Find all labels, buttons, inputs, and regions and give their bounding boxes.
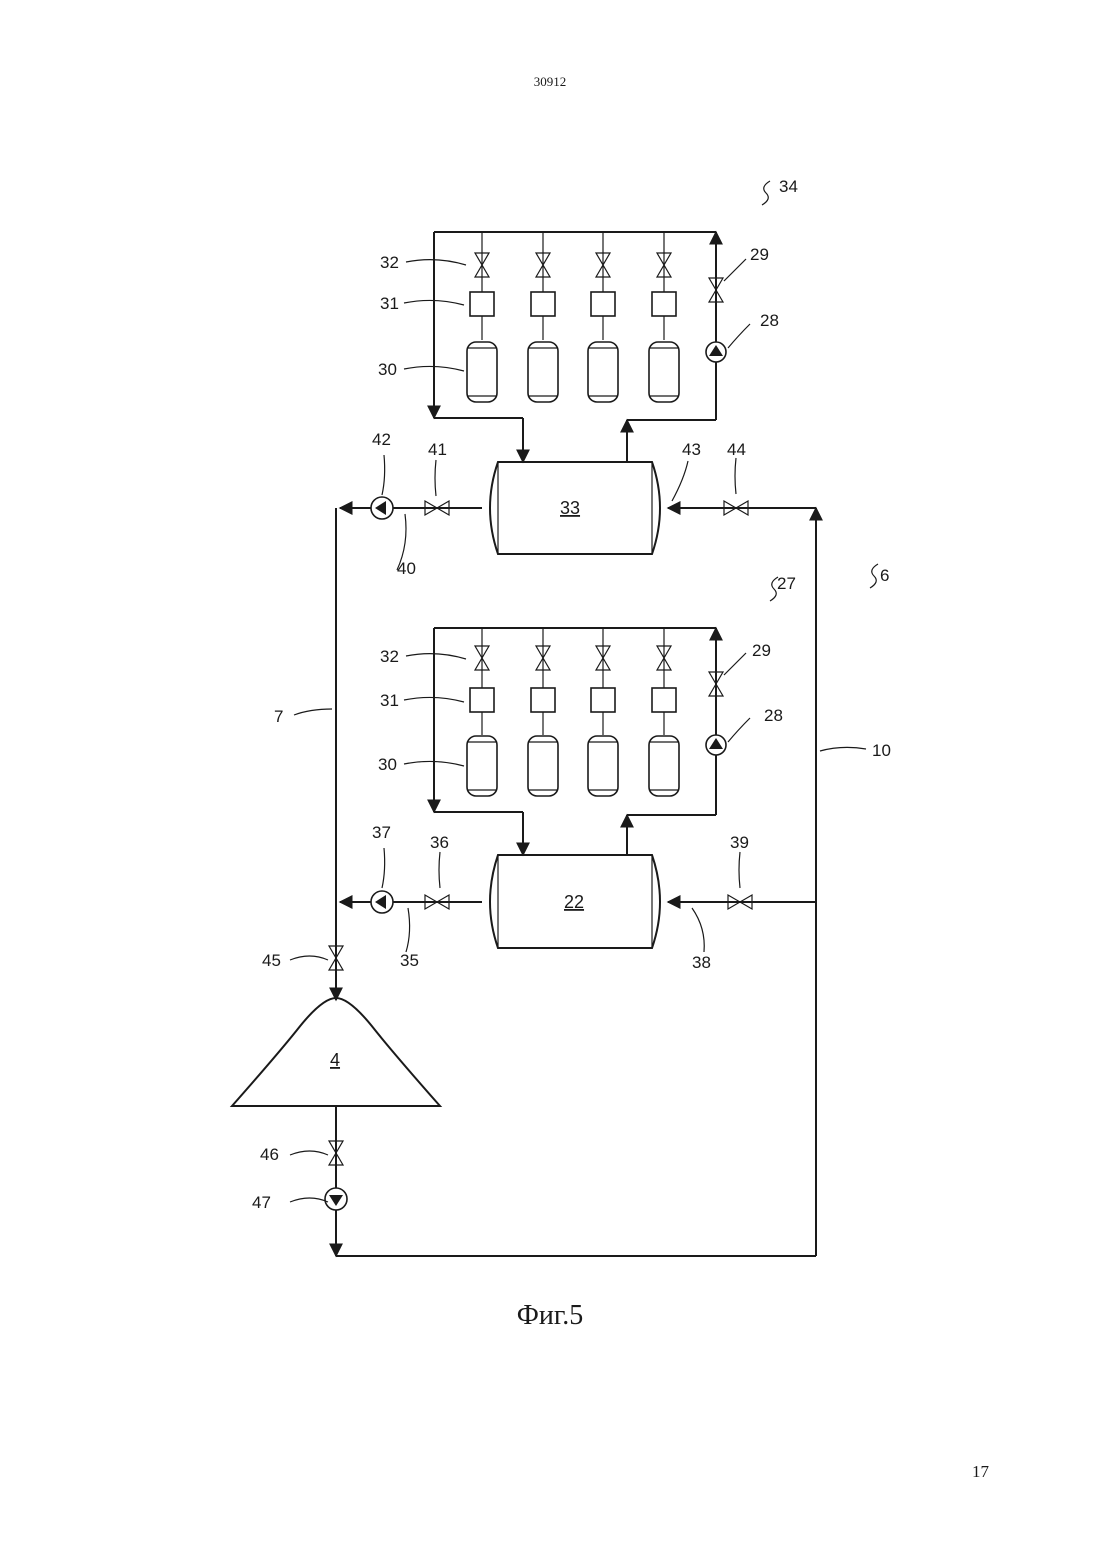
lower-cylinder-4: [649, 736, 679, 796]
label-45: 45: [262, 951, 281, 970]
label-38: 38: [692, 953, 711, 972]
lower-filter-3: [591, 688, 615, 712]
label-46: 46: [260, 1145, 279, 1164]
upper-filter-31: [470, 292, 494, 316]
label-28-lower: 28: [764, 706, 783, 725]
upper-filter-4: [652, 292, 676, 316]
leader-lines: [290, 181, 878, 1202]
upper-branch-1: [467, 232, 497, 402]
label-6: 6: [880, 566, 889, 585]
lower-filter-31: [470, 688, 494, 712]
pump-47: [325, 1188, 347, 1210]
reference-labels: 34 32 29 31 28 30 42 41 43 44 40 33 27 6…: [252, 177, 891, 1212]
label-7: 7: [274, 707, 283, 726]
label-39: 39: [730, 833, 749, 852]
lower-branch-3: [588, 628, 618, 796]
label-34: 34: [779, 177, 798, 196]
upper-filter-2: [531, 292, 555, 316]
upper-cylinder-30: [467, 342, 497, 402]
lower-cylinder-30: [467, 736, 497, 796]
lower-branch-4: [649, 628, 679, 796]
label-36: 36: [430, 833, 449, 852]
label-43: 43: [682, 440, 701, 459]
label-10: 10: [872, 741, 891, 760]
lower-branch-1: [467, 628, 497, 796]
label-31-upper: 31: [380, 294, 399, 313]
label-33: 33: [560, 498, 580, 518]
page-number: 17: [972, 1462, 989, 1482]
label-44: 44: [727, 440, 746, 459]
label-30-upper: 30: [378, 360, 397, 379]
label-40: 40: [397, 559, 416, 578]
lower-filter-2: [531, 688, 555, 712]
pump-37: [371, 891, 393, 913]
label-29-lower: 29: [752, 641, 771, 660]
figure-caption: Фиг.5: [0, 1300, 1100, 1332]
label-29-upper: 29: [750, 245, 769, 264]
label-28-upper: 28: [760, 311, 779, 330]
label-32-lower: 32: [380, 647, 399, 666]
label-32-upper: 32: [380, 253, 399, 272]
upper-pump-28: [706, 342, 726, 362]
label-4: 4: [330, 1050, 340, 1070]
lower-branch-2: [528, 628, 558, 796]
label-42: 42: [372, 430, 391, 449]
label-22: 22: [564, 892, 584, 912]
lower-cylinder-2: [528, 736, 558, 796]
lower-filter-4: [652, 688, 676, 712]
label-35: 35: [400, 951, 419, 970]
upper-cylinder-3: [588, 342, 618, 402]
label-47: 47: [252, 1193, 271, 1212]
upper-branch-3: [588, 232, 618, 402]
label-27: 27: [777, 574, 796, 593]
label-31-lower: 31: [380, 691, 399, 710]
upper-cylinder-2: [528, 342, 558, 402]
lower-cylinder-3: [588, 736, 618, 796]
upper-filter-3: [591, 292, 615, 316]
label-30-lower: 30: [378, 755, 397, 774]
upper-group-34: [434, 232, 726, 462]
label-41: 41: [428, 440, 447, 459]
upper-cylinder-4: [649, 342, 679, 402]
lower-group-27: [434, 628, 726, 855]
lower-pump-28: [706, 735, 726, 755]
label-37: 37: [372, 823, 391, 842]
upper-branch-4: [649, 232, 679, 402]
upper-branch-2: [528, 232, 558, 402]
pump-42: [371, 497, 393, 519]
